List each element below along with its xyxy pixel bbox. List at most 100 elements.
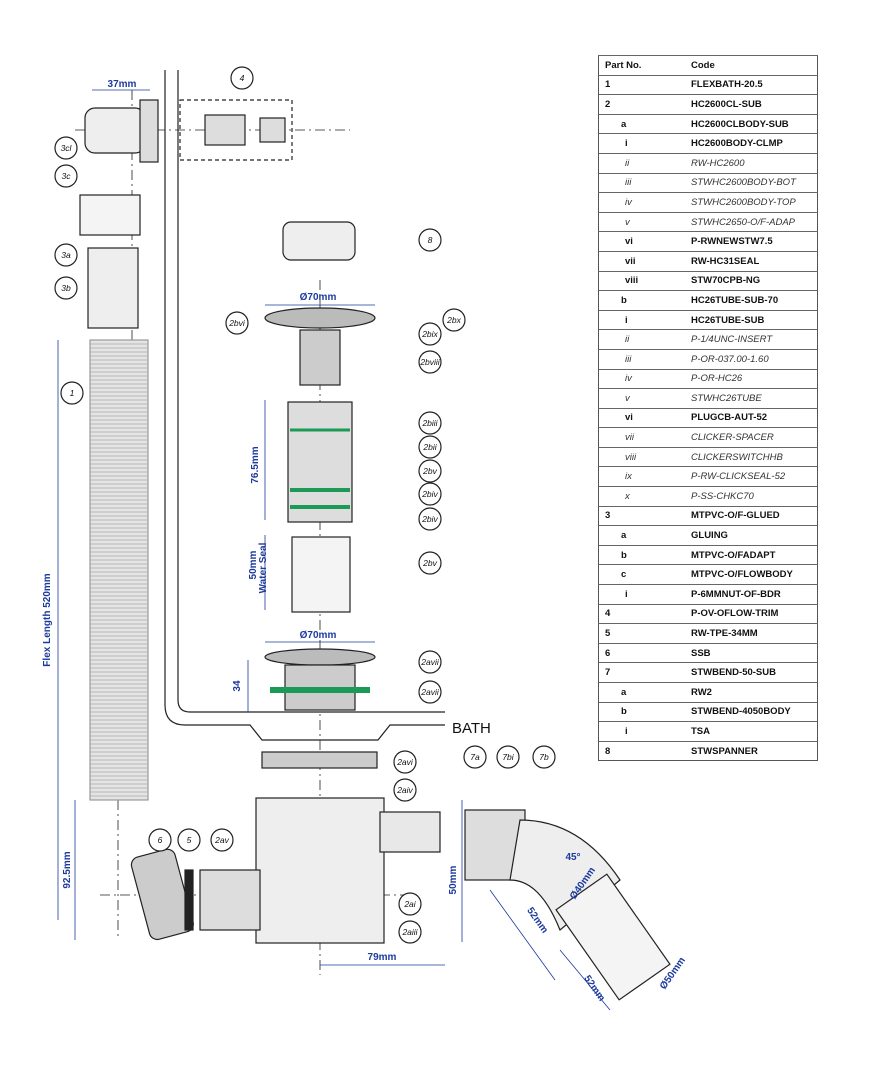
dimension-label: Flex Length 520mm [42,573,53,666]
part-code: MTPVC-O/FLOWBODY [685,564,818,585]
part-no: a [598,113,685,134]
part-code: CLICKERSWITCHHB [685,446,818,467]
callout-circle [398,920,422,944]
part-code: SSB [685,642,818,663]
part-no: vii [598,250,685,272]
callout-label: 2avii [420,657,440,667]
waste-body [255,797,385,944]
part-code: STW70CPB-NG [685,270,818,291]
callout-2avi: 2avi [393,750,417,774]
part-code: HC2600CLBODY-SUB [685,113,818,134]
callout-circle [54,136,78,160]
dimension-lines [57,89,611,1011]
callout-2biv: 2biv [418,507,442,531]
part-code: STWSPANNER [685,740,818,761]
dimension-label: 37mm [108,79,137,90]
hose-washer [184,869,194,931]
bend-outlet-pipe [555,873,671,1001]
waste-flange [264,648,376,666]
callout-2aiv: 2aiv [393,778,417,802]
part-code: MTPVC-O/FADAPT [685,544,818,565]
part-no: ii [598,152,685,174]
header-code: Code [685,55,818,76]
callout-circle [177,828,201,852]
part-no: iv [598,368,685,389]
part-no: 5 [598,623,685,644]
callout-label: 2avi [396,757,414,767]
part-code: STWHC26TUBE [685,388,818,409]
waste-side-connector [199,869,261,931]
callout-circle [230,66,254,90]
bath-label: BATH [452,720,491,737]
part-code: FLEXBATH-20.5 [685,74,818,95]
callout-circle [54,276,78,300]
part-no: v [598,211,685,232]
dimension-label: Water Seal [258,542,269,593]
part-no: 8 [598,740,685,761]
callout-circle [418,507,442,531]
callout-circle [418,228,442,252]
part-no: i [598,721,685,742]
callout-circle [148,828,172,852]
part-code: P-RWNEWSTW7.5 [685,231,818,252]
callout-2bx: 2bx [442,308,466,332]
callout-circle [54,243,78,267]
part-code: STWHC2650-O/F-ADAP [685,211,818,232]
dimension-label: Ø70mm [300,630,337,641]
waste-tube [287,401,353,523]
part-code: RW2 [685,682,818,703]
callout-circle [393,778,417,802]
bath-wall-inner [177,70,445,713]
callout-2bv: 2bv [418,551,442,575]
dimension-label: 45° [565,852,580,863]
callout-circle [418,482,442,506]
overflow-adapter [79,194,141,236]
dimension-label: 92.5mm [62,851,73,888]
part-no: a [598,682,685,703]
part-code: HC2600BODY-CLMP [685,133,818,154]
dimension-label: 76.5mm [250,446,261,483]
part-code: STWHC2600BODY-TOP [685,192,818,213]
callout-2bviii: 2bviii [418,350,442,374]
part-no: 2 [598,94,685,115]
callout-label: 2bviii [419,357,440,367]
part-no: 7 [598,662,685,683]
callout-label: 2biv [421,489,438,499]
clicker-mechanism [299,329,341,386]
part-no: 1 [598,74,685,95]
part-code: P-6MMNUT-OF-BDR [685,584,818,605]
part-code: STWHC2600BODY-BOT [685,172,818,193]
callout-2aiii: 2aiii [398,920,422,944]
callout-3cl: 3cl [54,136,78,160]
part-code: STWBEND-4050BODY [685,701,818,722]
callout-label: 1 [70,388,75,398]
overflow-threaded-connector [87,247,139,329]
part-no: i [598,584,685,605]
callout-circle [225,311,249,335]
callout-2bix: 2bix [418,322,442,346]
callout-label: 2biii [421,418,438,428]
part-no: i [598,309,685,330]
callout-circle [418,650,442,674]
part-code: HC26TUBE-SUB [685,309,818,330]
callout-circle [210,828,234,852]
part-code: PLUGCB-AUT-52 [685,407,818,428]
callout-label: 3b [61,283,71,293]
part-code: CLICKER-SPACER [685,427,818,448]
part-no: c [598,564,685,585]
